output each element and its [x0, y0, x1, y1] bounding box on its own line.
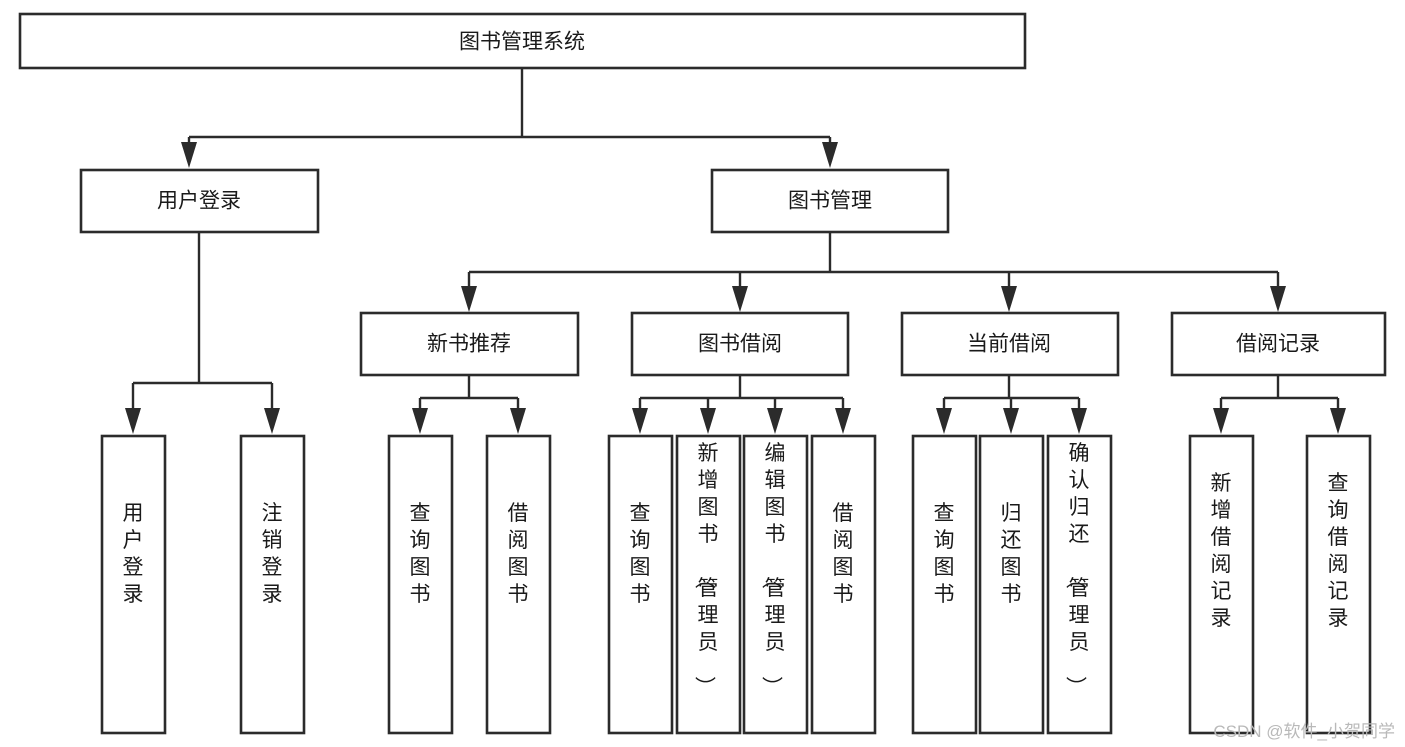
node-new-book-recommend[interactable]: 新书推荐	[359, 311, 580, 377]
node-current-borrow-label: 当前借阅	[967, 333, 1051, 356]
node-book-management-label: 图书管理	[788, 190, 872, 213]
node-current-borrow[interactable]: 当前借阅	[900, 311, 1120, 377]
arrow-head-br-leaf1	[1213, 408, 1229, 434]
leaf-add-borrow-record-label: 新增借阅记录	[1211, 472, 1232, 630]
node-user-login-box[interactable]	[79, 168, 320, 234]
leaf-query-book-1-label: 查询图书	[410, 502, 431, 606]
leaf-add-book-admin[interactable]: 新增图书（管理员）	[675, 434, 742, 735]
arrow-head-leaf-user-login	[125, 408, 141, 434]
leaf-query-book-1[interactable]: 查询图书	[387, 434, 454, 735]
arrow-head-nb-leaf1	[412, 408, 428, 434]
arrow-head-bb-leaf1	[632, 408, 648, 434]
leaf-query-book-3[interactable]: 查询图书	[911, 434, 978, 735]
node-user-login-label: 用户登录	[157, 190, 241, 213]
leaf-borrow-book-1-label: 借阅图书	[508, 502, 529, 606]
leaf-confirm-return-admin[interactable]: 确认归还（管理员）	[1046, 434, 1113, 735]
leaf-query-book-2-label: 查询图书	[630, 502, 651, 606]
arrow-head-book-borrow	[732, 286, 748, 312]
leaf-edit-book-admin-label: 编辑图书（管理员）	[760, 442, 786, 697]
arrow-head-cb-leaf2	[1003, 408, 1019, 434]
node-borrow-record[interactable]: 借阅记录	[1170, 311, 1387, 377]
node-current-borrow-box[interactable]	[900, 311, 1120, 377]
leaf-logout-label: 注销登录	[262, 502, 283, 606]
leaf-borrow-book-1-box[interactable]	[485, 434, 552, 735]
leaf-add-borrow-record[interactable]: 新增借阅记录	[1188, 434, 1255, 735]
arrow-head-nb-leaf2	[510, 408, 526, 434]
node-book-borrow[interactable]: 图书借阅	[630, 311, 850, 377]
node-new-book-recommend-label: 新书推荐	[427, 333, 511, 356]
leaf-edit-book-admin[interactable]: 编辑图书（管理员）	[742, 434, 809, 735]
arrow-head-cb-leaf3	[1071, 408, 1087, 434]
leaf-borrow-book-1[interactable]: 借阅图书	[485, 434, 552, 735]
leaf-logout-box[interactable]	[239, 434, 306, 735]
node-book-management-box[interactable]	[710, 168, 950, 234]
leaf-borrow-book-2-label: 借阅图书	[833, 502, 854, 606]
leaf-add-book-admin-box[interactable]	[675, 434, 742, 735]
connector-group	[125, 68, 1346, 434]
arrow-head-br-leaf2	[1330, 408, 1346, 434]
arrow-head-current-borrow	[1001, 286, 1017, 312]
leaf-query-borrow-record-label: 查询借阅记录	[1328, 472, 1349, 630]
leaf-query-book-2[interactable]: 查询图书	[607, 434, 674, 735]
leaf-confirm-return-admin-label: 确认归还（管理员）	[1064, 442, 1090, 697]
arrow-head-book-manage	[822, 142, 838, 168]
node-borrow-record-label: 借阅记录	[1236, 333, 1320, 356]
arrow-head-user-login	[181, 142, 197, 168]
leaf-return-book[interactable]: 归还图书	[978, 434, 1045, 735]
node-root-box[interactable]	[18, 12, 1027, 70]
leaf-edit-book-admin-box[interactable]	[742, 434, 809, 735]
arrow-head-leaf-logout	[264, 408, 280, 434]
leaf-return-book-box[interactable]	[978, 434, 1045, 735]
node-book-borrow-box[interactable]	[630, 311, 850, 377]
leaf-add-book-admin-label: 新增图书（管理员）	[693, 442, 719, 697]
leaf-logout[interactable]: 注销登录	[239, 434, 306, 735]
leaf-confirm-return-admin-box[interactable]	[1046, 434, 1113, 735]
arrow-head-bb-leaf2	[700, 408, 716, 434]
leaf-return-book-label: 归还图书	[1001, 502, 1022, 606]
node-root-label: 图书管理系统	[459, 31, 585, 54]
leaf-query-borrow-record-box[interactable]	[1305, 434, 1372, 735]
leaf-add-borrow-record-box[interactable]	[1188, 434, 1255, 735]
node-borrow-record-box[interactable]	[1170, 311, 1387, 377]
node-book-management[interactable]: 图书管理	[710, 168, 950, 234]
leaf-query-book-1-box[interactable]	[387, 434, 454, 735]
node-root[interactable]: 图书管理系统	[18, 12, 1027, 70]
leaf-user-login-label: 用户登录	[123, 502, 144, 606]
node-user-login[interactable]: 用户登录	[79, 168, 320, 234]
arrow-head-new-book	[461, 286, 477, 312]
node-book-borrow-label: 图书借阅	[698, 333, 782, 356]
arrow-head-borrow-record	[1270, 286, 1286, 312]
arrow-head-bb-leaf4	[835, 408, 851, 434]
leaf-borrow-book-2-box[interactable]	[810, 434, 877, 735]
leaf-query-book-3-box[interactable]	[911, 434, 978, 735]
leaf-user-login[interactable]: 用户登录	[100, 434, 167, 735]
node-new-book-recommend-box[interactable]	[359, 311, 580, 377]
leaf-user-login-box[interactable]	[100, 434, 167, 735]
arrow-head-cb-leaf1	[936, 408, 952, 434]
arrow-head-bb-leaf3	[767, 408, 783, 434]
leaf-query-book-3-label: 查询图书	[934, 502, 955, 606]
leaf-query-borrow-record[interactable]: 查询借阅记录	[1305, 434, 1372, 735]
leaf-borrow-book-2[interactable]: 借阅图书	[810, 434, 877, 735]
leaf-query-book-2-box[interactable]	[607, 434, 674, 735]
